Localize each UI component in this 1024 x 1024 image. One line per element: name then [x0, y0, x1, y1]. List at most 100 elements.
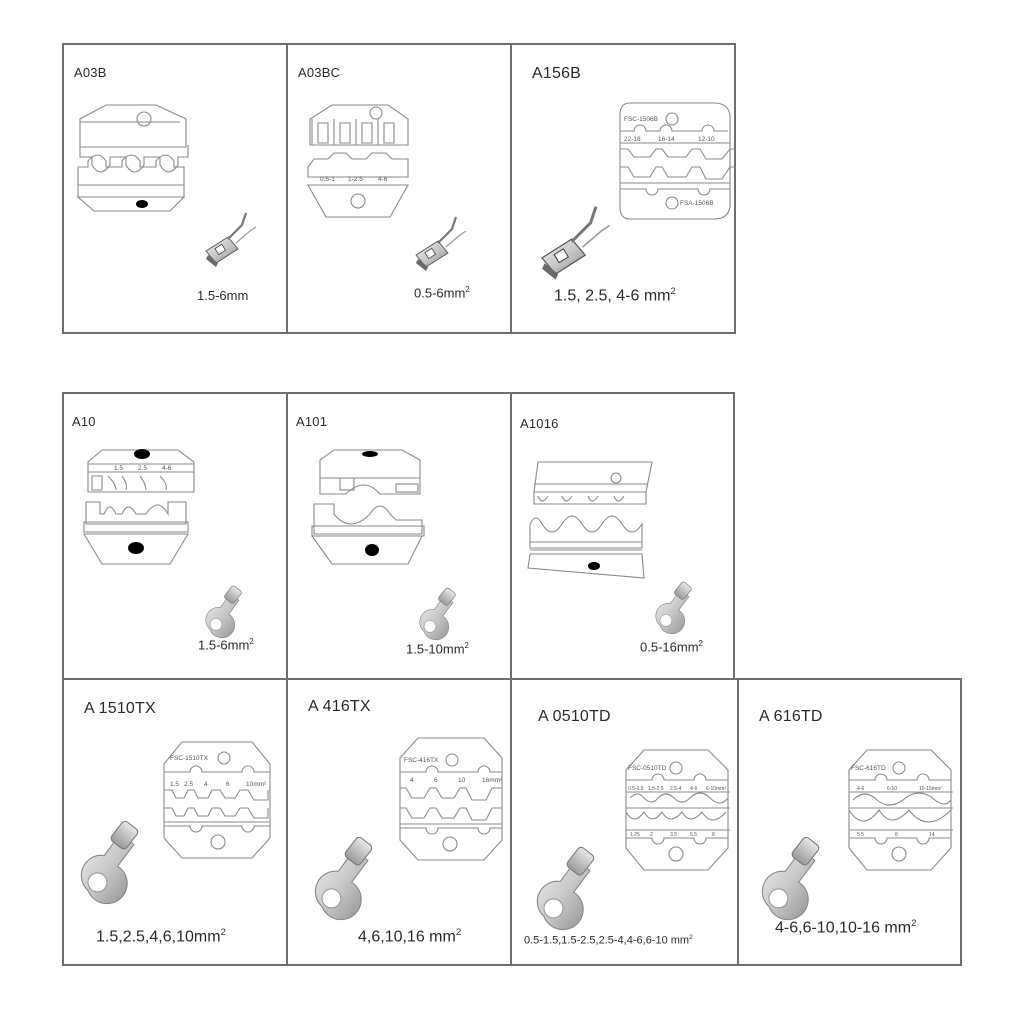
die-label: 4: [204, 781, 208, 788]
wire-range-text: 1.5,2.5,4,6,10mm: [96, 928, 221, 946]
wire-range: 0.5-6mm2: [414, 285, 470, 300]
flag-terminal-icon: [204, 211, 258, 269]
crimp-die-illustration-icon: [76, 104, 189, 212]
die-code: A1016: [520, 416, 559, 431]
die-label: 12-10: [698, 136, 715, 143]
crimp-die-illustration-icon: [527, 461, 653, 579]
ring-terminal-icon: [536, 845, 596, 931]
die-label: 6-10: [887, 786, 897, 792]
unit-superscript: 2: [249, 637, 254, 646]
crimp-die-illustration-icon: [310, 449, 425, 565]
wire-range-text: 0.5-6mm: [414, 285, 466, 301]
die-code: A156B: [532, 65, 582, 82]
ring-terminal-icon: [761, 835, 821, 921]
die-top-label: FSC-1510TX: [170, 755, 209, 762]
die-card-a03b: A03B 1.5-6mm: [62, 43, 288, 334]
wire-range-text: 1.5-10mm: [406, 641, 465, 657]
wire-range-text: 1.5, 2.5, 4-6 mm: [554, 287, 671, 305]
die-code: A 0510TD: [538, 708, 611, 725]
unit-superscript: 2: [670, 286, 676, 297]
die-top-label: FSC-0510TD: [628, 765, 667, 772]
crimp-die-illustration-icon: 1.5 2.5 4-6: [83, 449, 195, 565]
die-card-a03bc: A03BC 0.5-1 1-2.5 4-6 0.5-6mm2: [286, 43, 512, 334]
die-card-a101: A101 1.5-10mm2: [286, 392, 512, 680]
die-card-a156b: A156B FSC-1506B 22-18 16-14 12-10 FSA-15…: [510, 43, 736, 334]
die-code: A 1510TX: [84, 700, 156, 717]
wire-range: 4,6,10,16 mm2: [358, 927, 461, 946]
die-label: 6: [226, 781, 230, 788]
die-card-a616td: A 616TD FSC-616TD 4-6 6-10 10-16mm² 5.5 …: [737, 678, 962, 966]
die-label: 16mm²: [482, 777, 503, 784]
die-code: A101: [296, 414, 328, 429]
wire-range-text: 1.5-6mm: [198, 637, 250, 653]
wire-range: 4-6,6-10,10-16 mm2: [775, 918, 916, 937]
die-label: 2.5-4: [670, 786, 682, 792]
crimp-die-illustration-icon: FSC-1506B 22-18 16-14 12-10 FSA-1506B: [619, 102, 736, 220]
die-label: 6-10mm²: [706, 786, 726, 792]
die-label: 16-14: [658, 136, 675, 143]
ring-terminal-icon: [80, 819, 140, 905]
die-card-a0510td: A 0510TD FSC-0510TD 0.5-1.5 1.5-2.5 2.5-…: [510, 678, 739, 966]
crimp-die-illustration-icon: 0.5-1 1-2.5 4-6: [307, 104, 409, 218]
die-bottom-label: 3.5: [670, 832, 677, 838]
die-bottom-label: 1.25: [630, 832, 640, 838]
unit-superscript: 2: [465, 285, 470, 294]
wire-range-text: 1.5-6mm: [197, 288, 249, 303]
wire-range: 0.5-1.5,1.5-2.5,2.5-4,4-6,6-10 mm2: [524, 934, 693, 947]
ring-terminal-icon: [205, 584, 243, 639]
wire-range-text: 0.5-1.5,1.5-2.5,2.5-4,4-6,6-10 mm: [524, 934, 690, 947]
die-top-label: FSC-616TD: [851, 765, 886, 772]
die-card-a1510tx: A 1510TX FSC-1510TX 1.5 2.5 4 6 10mm² 1.…: [62, 678, 288, 966]
die-label: 4-6: [857, 786, 864, 792]
wire-range: 1.5,2.5,4,6,10mm2: [96, 927, 226, 946]
die-top-label: FSC-1506B: [624, 116, 658, 123]
wire-range: 1.5, 2.5, 4-6 mm2: [554, 286, 676, 305]
ring-terminal-icon: [655, 580, 693, 635]
die-bottom-label: 5.5: [857, 832, 864, 838]
die-label: 10: [458, 777, 466, 784]
flag-terminal-icon: [540, 205, 611, 281]
unit-superscript: 2: [220, 927, 226, 938]
die-label: 4-6: [690, 786, 697, 792]
wire-range: 1.5-10mm2: [406, 641, 469, 656]
wire-range-text: 4-6,6-10,10-16 mm: [775, 919, 912, 937]
ring-terminal-icon: [314, 835, 374, 921]
die-code: A 416TX: [308, 698, 371, 715]
die-code: A03B: [74, 65, 107, 80]
die-card-a1016: A1016 0.5-16mm2: [510, 392, 735, 680]
die-label: 4: [410, 777, 414, 784]
unit-superscript: 2: [689, 934, 693, 941]
die-card-a416tx: A 416TX FSC-416TX 4 6 10 16mm² 4,6,10,16…: [286, 678, 512, 966]
die-label: 6: [434, 777, 438, 784]
die-code: A 616TD: [759, 708, 823, 725]
flag-terminal-icon: [414, 215, 468, 273]
die-bottom-label: 2: [650, 832, 653, 838]
crimp-die-illustration-icon: FSC-616TD 4-6 6-10 10-16mm² 5.5 8 14: [848, 749, 953, 871]
die-code: A03BC: [298, 65, 341, 80]
die-label: 2.5: [138, 465, 147, 472]
unit-superscript: 2: [911, 918, 917, 929]
die-label: 1.5-2.5: [648, 786, 664, 792]
die-label: 10mm²: [246, 781, 267, 788]
die-bottom-label: 8: [895, 832, 898, 838]
die-label: 10-16mm²: [919, 786, 942, 792]
die-bottom-label: 8: [712, 832, 715, 838]
die-bottom-label: 14: [929, 832, 935, 838]
die-label: 1-2.5: [348, 176, 363, 183]
wire-range: 1.5-6mm2: [198, 637, 254, 652]
crimp-die-illustration-icon: FSC-416TX 4 6 10 16mm²: [399, 737, 503, 861]
crimp-die-illustration-icon: FSC-1510TX 1.5 2.5 4 6 10mm²: [163, 741, 271, 859]
die-label: 22-18: [624, 136, 641, 143]
wire-range: 0.5-16mm2: [640, 639, 703, 654]
die-label: 2.5: [184, 781, 193, 788]
die-card-a10: A10 1.5 2.5 4-6 1.5-6mm2: [62, 392, 288, 680]
die-label: 4-6: [378, 176, 388, 183]
wire-range: 1.5-6mm: [197, 288, 248, 303]
die-label: 0.5-1.5: [628, 786, 644, 792]
wire-range-text: 0.5-16mm: [640, 639, 699, 655]
unit-superscript: 2: [455, 927, 462, 938]
crimp-die-illustration-icon: FSC-0510TD 0.5-1.5 1.5-2.5 2.5-4 4-6 6-1…: [625, 749, 730, 871]
wire-range-text: 4,6,10,16 mm: [358, 928, 456, 946]
ring-terminal-icon: [419, 586, 457, 641]
die-bottom-label: FSA-1506B: [680, 200, 714, 207]
